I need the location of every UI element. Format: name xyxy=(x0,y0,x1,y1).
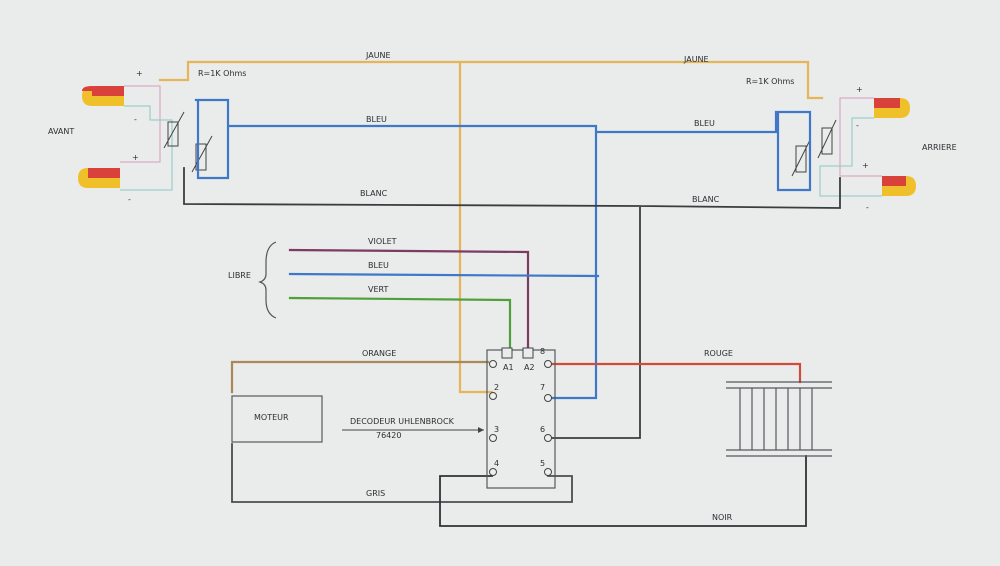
label-resistor-right: R=1K Ohms xyxy=(746,77,794,86)
libre-brace xyxy=(258,241,277,319)
polarity-minus: - xyxy=(134,115,137,124)
decoder-pin-a2-tab xyxy=(522,347,534,359)
label-arriere: ARRIERE xyxy=(922,143,957,152)
wire-bleu xyxy=(194,98,812,400)
label-rouge: ROUGE xyxy=(704,349,733,358)
grid-component xyxy=(726,381,832,457)
label-bleu-libre: BLEU xyxy=(368,261,389,270)
pin-number: 4 xyxy=(494,459,499,468)
lead-pink-left xyxy=(120,85,161,163)
pin-number: 5 xyxy=(540,459,545,468)
lead-cyan-left xyxy=(120,105,173,191)
wire-jaune xyxy=(158,60,824,394)
wire-bleu-libre xyxy=(288,272,600,278)
decoder-pin xyxy=(489,360,497,368)
led-avant-top xyxy=(82,86,124,106)
polarity-plus: + xyxy=(856,85,863,94)
label-noir: NOIR xyxy=(712,513,733,522)
label-pin-a2: A2 xyxy=(524,363,535,372)
lead-cyan-right xyxy=(819,117,882,197)
label-blanc-left: BLANC xyxy=(360,189,388,198)
polarity-minus: - xyxy=(856,121,859,130)
decoder-pin xyxy=(544,394,552,402)
led-avant-bottom xyxy=(78,168,120,188)
label-libre: LIBRE xyxy=(228,271,251,280)
decoder-pin xyxy=(489,434,497,442)
polarity-plus: + xyxy=(862,161,869,170)
polarity-minus: - xyxy=(128,195,131,204)
wire-rouge xyxy=(546,362,802,384)
label-bleu-right: BLEU xyxy=(694,119,715,128)
wire-orange xyxy=(230,360,490,394)
label-decoder-ref: 76420 xyxy=(376,431,401,440)
decoder-pin xyxy=(489,392,497,400)
led-arriere-bottom xyxy=(882,176,916,196)
pin-number: 7 xyxy=(540,383,545,392)
pin-number: 8 xyxy=(540,347,545,356)
wire-blanc xyxy=(183,167,841,439)
label-avant: AVANT xyxy=(48,127,74,136)
decoder-pin-a1-tab xyxy=(501,347,513,359)
wire-violet xyxy=(288,248,530,354)
label-vert: VERT xyxy=(368,285,389,294)
label-resistor-left: R=1K Ohms xyxy=(198,69,246,78)
label-orange: ORANGE xyxy=(362,349,396,358)
label-jaune-left: JAUNE xyxy=(365,51,391,60)
label-decoder-name: DECODEUR UHLENBROCK xyxy=(350,417,455,426)
motor-box xyxy=(231,395,323,443)
label-jaune-right: JAUNE xyxy=(683,55,709,64)
resistor-right xyxy=(791,119,837,177)
pin-number: 2 xyxy=(494,383,499,392)
label-violet: VIOLET xyxy=(368,237,397,246)
label-bleu-left: BLEU xyxy=(366,115,387,124)
pin-number: 3 xyxy=(494,425,499,434)
led-arriere-top xyxy=(874,98,910,118)
wire-vert xyxy=(288,296,512,354)
resistor-left xyxy=(163,111,213,173)
label-blanc-right: BLANC xyxy=(692,195,720,204)
decoder-pin xyxy=(544,468,552,476)
wire-gris xyxy=(231,443,573,503)
label-moteur: MOTEUR xyxy=(254,413,289,422)
wire-noir xyxy=(439,455,807,527)
polarity-minus: - xyxy=(866,203,869,212)
label-pin-a1: A1 xyxy=(503,363,514,372)
polarity-plus: + xyxy=(136,69,143,78)
pin-number: 6 xyxy=(540,425,545,434)
polarity-plus: + xyxy=(132,153,139,162)
decoder-pin xyxy=(544,360,552,368)
decoder-pin xyxy=(544,434,552,442)
decoder-box xyxy=(486,349,556,489)
label-gris: GRIS xyxy=(366,489,385,498)
decoder-pin xyxy=(489,468,497,476)
lead-pink-right xyxy=(839,97,882,177)
